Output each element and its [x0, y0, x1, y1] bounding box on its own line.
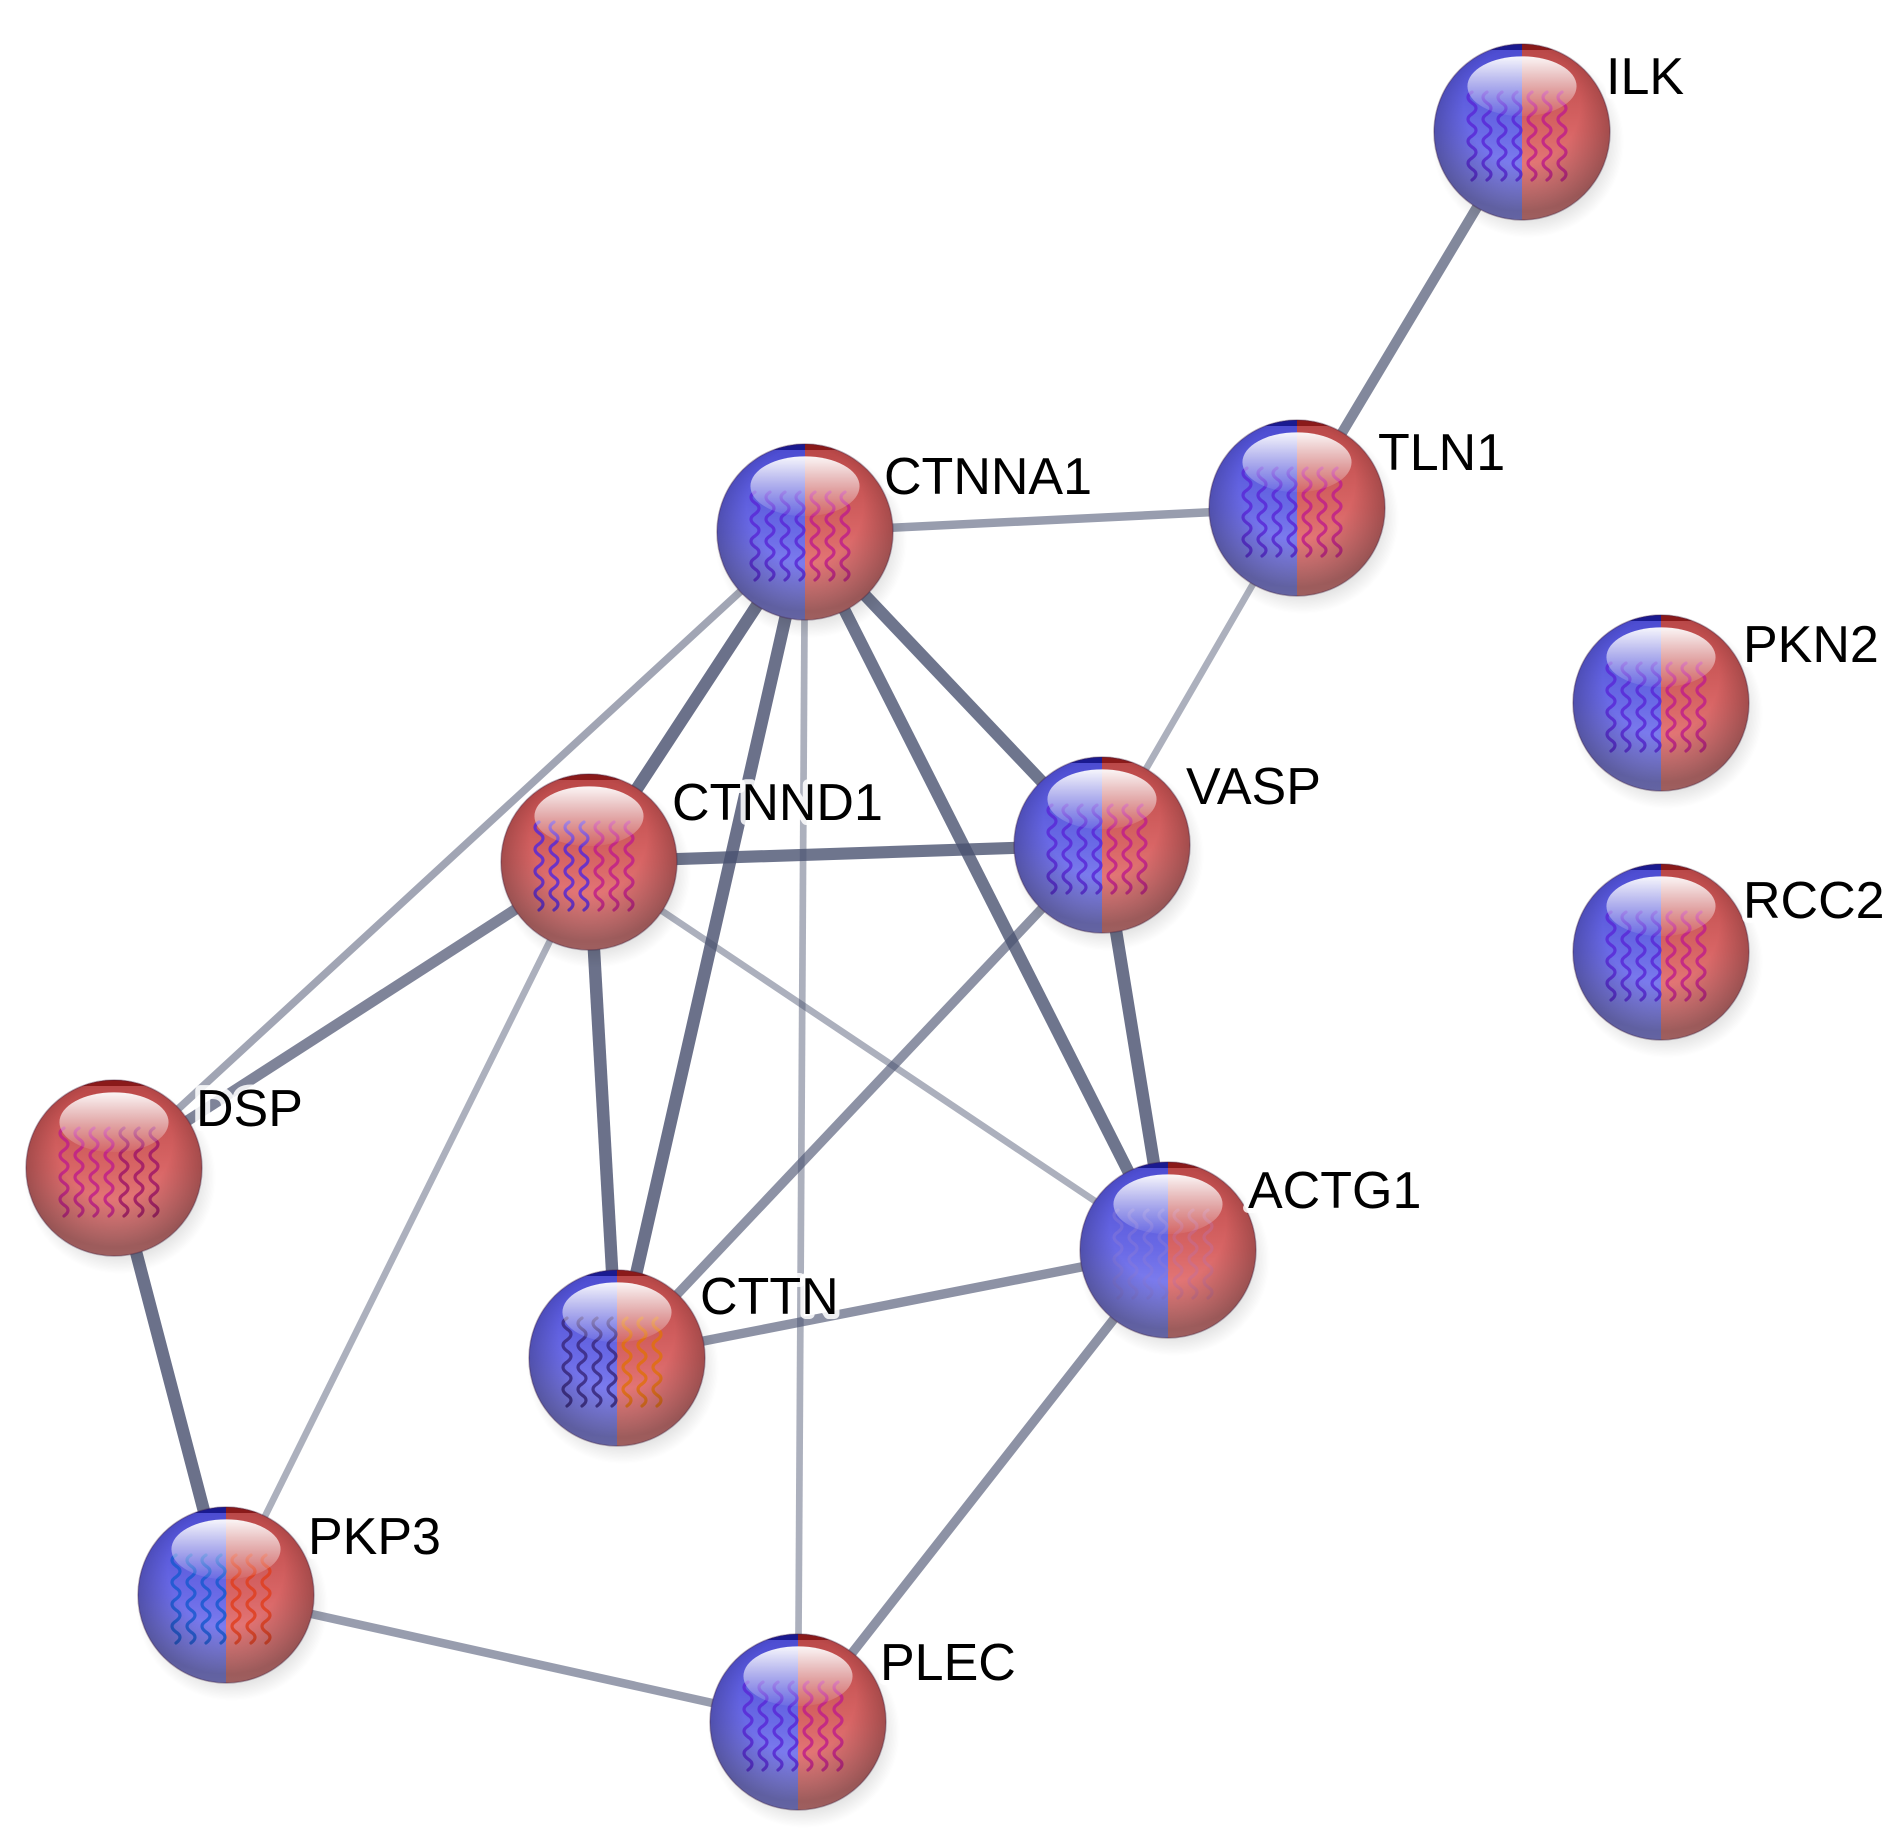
- edge-ctnna1-cttn[interactable]: [610, 530, 812, 1360]
- node-label-actg1: ACTG1: [1248, 1162, 1421, 1220]
- node-pkn2[interactable]: PKN2: [1571, 611, 1884, 809]
- node-ctnnd1[interactable]: CTNND1: [499, 769, 888, 968]
- node-label-rcc2: RCC2: [1743, 872, 1885, 930]
- node-vasp[interactable]: VASP: [1012, 753, 1326, 951]
- node-label-dsp: DSP: [196, 1080, 303, 1138]
- node-label-ctnnd1: CTNND1: [672, 774, 883, 832]
- node-pkp3[interactable]: PKP3: [136, 1503, 446, 1701]
- node-plec[interactable]: PLEC: [708, 1629, 1021, 1828]
- edge-vasp-cttn[interactable]: [613, 841, 1106, 1362]
- node-label-tln1: TLN1: [1378, 424, 1505, 482]
- node-label-ilk: ILK: [1606, 48, 1684, 106]
- node-ilk[interactable]: ILK: [1432, 43, 1689, 238]
- node-dsp[interactable]: DSP: [24, 1075, 308, 1274]
- edges-layer: [107, 129, 1527, 1727]
- node-label-vasp: VASP: [1186, 758, 1321, 816]
- node-label-pkn2: PKN2: [1743, 616, 1879, 674]
- node-ctnna1[interactable]: CTNNA1: [715, 443, 1097, 638]
- node-tln1[interactable]: TLN1: [1207, 419, 1510, 614]
- node-label-pkp3: PKP3: [308, 1508, 441, 1566]
- edge-actg1-plec[interactable]: [794, 1247, 1172, 1725]
- node-label-cttn: CTTN: [700, 1268, 839, 1326]
- node-label-ctnna1: CTNNA1: [884, 448, 1092, 506]
- edge-ctnna1-actg1[interactable]: [799, 529, 1174, 1253]
- node-label-plec: PLEC: [880, 1634, 1016, 1692]
- edge-ctnnd1-pkp3[interactable]: [222, 860, 593, 1597]
- node-actg1[interactable]: ACTG1: [1078, 1157, 1426, 1356]
- node-rcc2[interactable]: RCC2: [1571, 863, 1890, 1058]
- node-cttn[interactable]: CTTN: [527, 1263, 844, 1464]
- edge-ctnna1-dsp[interactable]: [111, 529, 808, 1171]
- edge-ctnnd1-actg1[interactable]: [587, 859, 1170, 1253]
- edge-ctnna1-plec[interactable]: [794, 531, 809, 1723]
